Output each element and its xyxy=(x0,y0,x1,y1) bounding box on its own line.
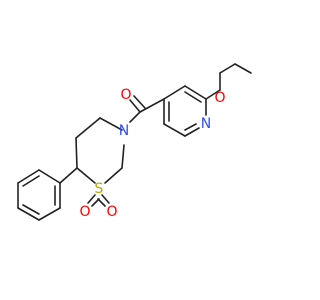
bond xyxy=(104,167,123,184)
bond xyxy=(129,111,141,123)
bond xyxy=(91,198,100,207)
bond xyxy=(38,169,61,184)
bond xyxy=(59,167,78,184)
bond xyxy=(163,85,186,100)
bond xyxy=(76,167,96,184)
bond xyxy=(17,169,40,184)
bond xyxy=(17,207,40,221)
structure-canvas: O N N O S O O xyxy=(17,63,252,221)
sulfur-label: S xyxy=(95,181,104,197)
carbonyl-oxygen-label: O xyxy=(120,87,131,103)
ether-oxygen-label: O xyxy=(214,90,225,106)
bond xyxy=(184,85,207,100)
bond xyxy=(97,198,106,207)
bond xyxy=(121,144,125,169)
ring-nitrogen-label: N xyxy=(119,123,129,139)
bond xyxy=(184,123,197,131)
pyridine-nitrogen-label: N xyxy=(201,116,211,132)
bonds xyxy=(17,63,252,221)
bond xyxy=(75,137,78,169)
bond xyxy=(234,63,252,74)
bond xyxy=(133,95,146,109)
bond xyxy=(38,207,61,221)
bond xyxy=(184,91,202,103)
bond xyxy=(22,175,40,187)
bond xyxy=(87,194,96,204)
bond xyxy=(101,194,110,204)
atom-labels: O N N O S O O xyxy=(79,87,225,220)
bond xyxy=(219,63,236,74)
bond xyxy=(163,123,186,137)
sulfonyl-oxygen-right-label: O xyxy=(106,204,117,220)
bond xyxy=(22,204,40,215)
bond xyxy=(129,99,141,113)
bond xyxy=(139,98,165,113)
molecule-diagram: O N N O S O O xyxy=(17,63,252,221)
bond xyxy=(205,89,221,100)
bond xyxy=(99,117,123,131)
bond xyxy=(75,117,101,139)
sulfonyl-oxygen-left-label: O xyxy=(79,204,90,220)
bond xyxy=(184,127,200,137)
